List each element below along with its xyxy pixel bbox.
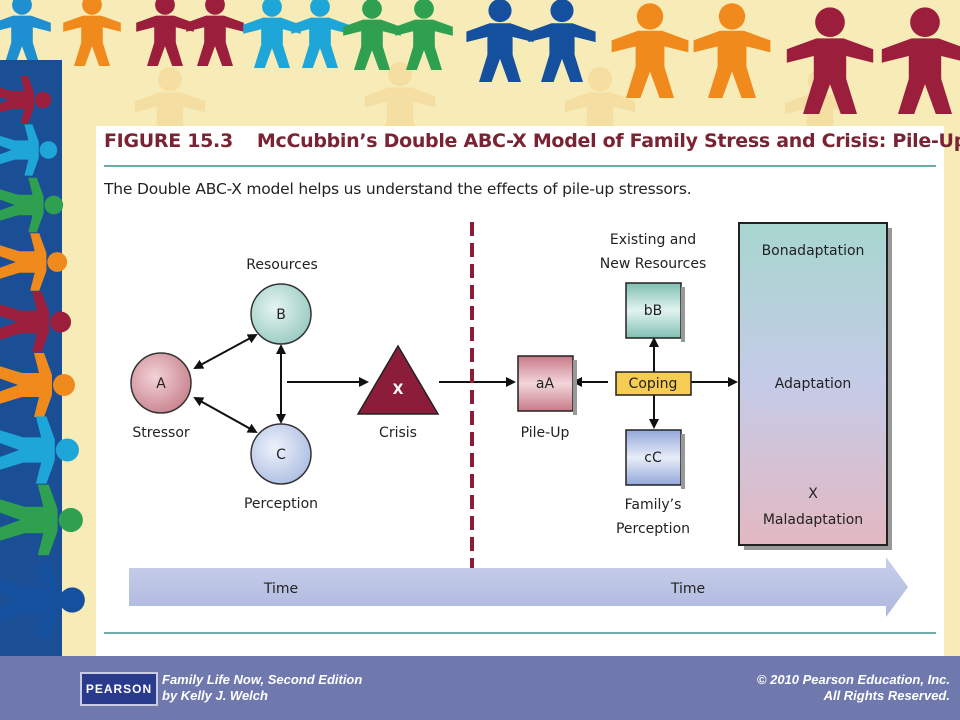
node-cc-text: cC xyxy=(644,450,662,466)
title-rule xyxy=(104,165,936,167)
footer-bar xyxy=(0,656,960,720)
time-label-right: Time xyxy=(670,581,705,597)
pearson-logo: PEARSON xyxy=(80,672,158,706)
book-title: Family Life Now, Second Edition xyxy=(162,672,363,687)
label-existing-resources-2: New Resources xyxy=(600,256,706,272)
node-a-text: A xyxy=(156,376,166,392)
coping-text: Coping xyxy=(629,376,678,392)
figure-caption: The Double ABC-X model helps us understa… xyxy=(104,180,692,198)
outcome-maladaptation: Maladaptation xyxy=(763,512,863,528)
arrow-a-b xyxy=(193,334,258,369)
node-cc-perception xyxy=(625,429,682,486)
copyright-line-2: All Rights Reserved. xyxy=(823,688,950,703)
book-author: by Kelly J. Welch xyxy=(162,688,268,703)
label-resources: Resources xyxy=(246,257,318,273)
crisis-triangle xyxy=(356,344,440,415)
cc-shadow xyxy=(681,434,685,489)
time-arrow xyxy=(129,557,908,617)
label-crisis: Crisis xyxy=(379,425,417,441)
figure-title: FIGURE 15.3 McCubbin’s Double ABC-X Model… xyxy=(104,130,960,152)
figure-title-text: McCubbin’s Double ABC-X Model of Family … xyxy=(256,130,960,152)
bb-shadow xyxy=(681,287,685,342)
node-aa-text: aA xyxy=(536,376,555,392)
node-b-text: B xyxy=(276,307,286,323)
label-stressor: Stressor xyxy=(132,425,190,441)
crisis-x-text: X xyxy=(393,382,404,398)
copyright-line-1: © 2010 Pearson Education, Inc. xyxy=(756,672,950,687)
figure-number: FIGURE 15.3 xyxy=(104,130,233,152)
node-b-resources xyxy=(250,283,312,345)
outcome-bonadaptation: Bonadaptation xyxy=(762,243,865,259)
node-c-perception xyxy=(250,423,312,485)
bottom-rule xyxy=(104,632,936,634)
label-perception: Perception xyxy=(244,496,318,512)
label-existing-resources-1: Existing and xyxy=(610,232,696,248)
outcomes-box xyxy=(738,222,888,546)
book-credit: Family Life Now, Second Edition by Kelly… xyxy=(162,672,362,704)
label-pileup: Pile-Up xyxy=(521,425,570,441)
double-abcx-diagram: A Stressor B Resources C Perception X Cr… xyxy=(129,222,908,617)
coping-box xyxy=(615,371,692,396)
label-family-perception-2: Perception xyxy=(616,521,690,537)
node-bb-resources xyxy=(625,282,682,339)
arrow-a-c xyxy=(193,397,258,433)
outcome-adaptation: Adaptation xyxy=(775,376,852,392)
node-c-text: C xyxy=(276,447,286,463)
label-family-perception-1: Family’s xyxy=(625,497,682,513)
node-bb-text: bB xyxy=(644,303,663,319)
aa-shadow xyxy=(573,360,577,415)
node-a-stressor xyxy=(130,352,192,414)
copyright: © 2010 Pearson Education, Inc. All Right… xyxy=(757,672,950,704)
outcome-x: X xyxy=(808,486,818,502)
time-label-left: Time xyxy=(263,581,298,597)
